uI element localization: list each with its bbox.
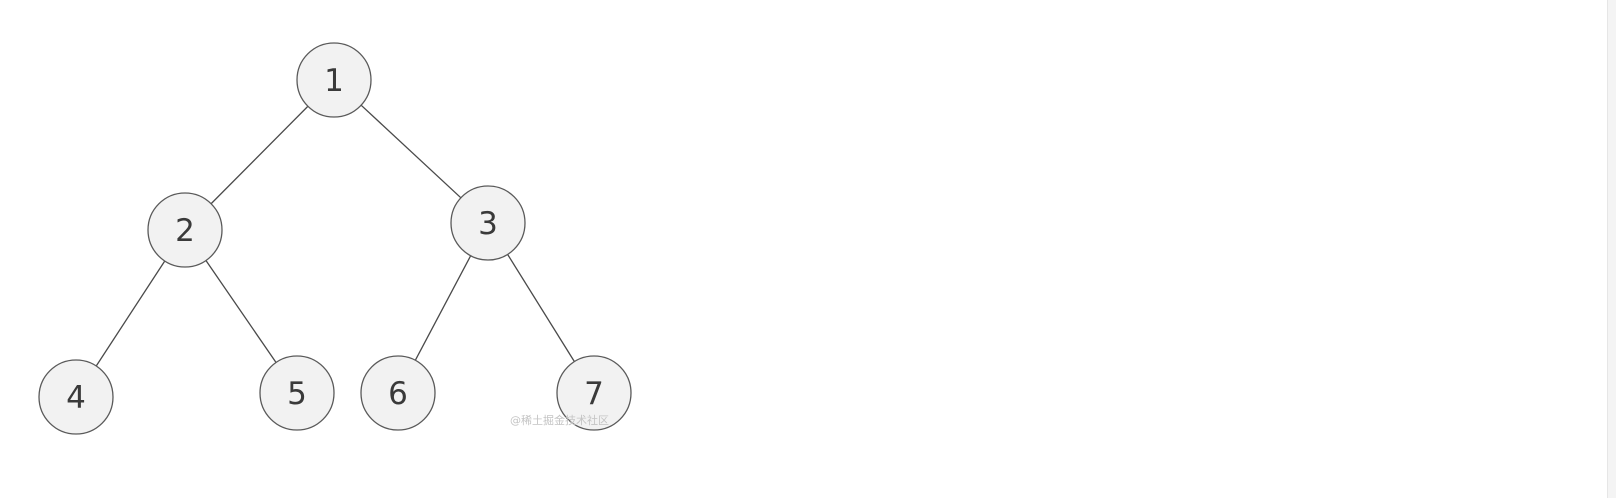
node-circle	[38, 359, 114, 435]
tree-node-2: 2	[147, 192, 223, 268]
node-circle	[360, 355, 436, 431]
node-circle	[296, 42, 372, 118]
node-label: 5	[287, 376, 307, 412]
tree-node-6: 6	[360, 355, 436, 431]
node-label: 6	[388, 376, 408, 412]
edge-n1-n3	[360, 104, 462, 199]
tree-node-7: 7	[556, 355, 632, 431]
node-label: 3	[478, 206, 498, 242]
edge-n3-n7	[507, 254, 575, 362]
edges-layer	[95, 104, 575, 367]
node-label: 7	[584, 376, 604, 412]
node-label: 2	[175, 213, 195, 249]
edge-n1-n2	[210, 105, 309, 205]
node-circle	[450, 185, 526, 261]
tree-node-4: 4	[38, 359, 114, 435]
tree-node-5: 5	[259, 355, 335, 431]
page-edge	[1607, 0, 1616, 498]
edge-n3-n6	[414, 255, 472, 361]
node-circle	[147, 192, 223, 268]
node-label: 1	[324, 63, 344, 99]
node-label: 4	[66, 380, 86, 416]
edge-n2-n5	[205, 260, 277, 363]
nodes-layer: 1 2 3 4 5 6 7	[38, 42, 632, 435]
node-circle	[259, 355, 335, 431]
watermark-text: @稀土掘金技术社区	[510, 413, 609, 427]
tree-node-3: 3	[450, 185, 526, 261]
node-circle	[556, 355, 632, 431]
tree-node-1: 1	[296, 42, 372, 118]
edge-n2-n4	[95, 260, 166, 367]
